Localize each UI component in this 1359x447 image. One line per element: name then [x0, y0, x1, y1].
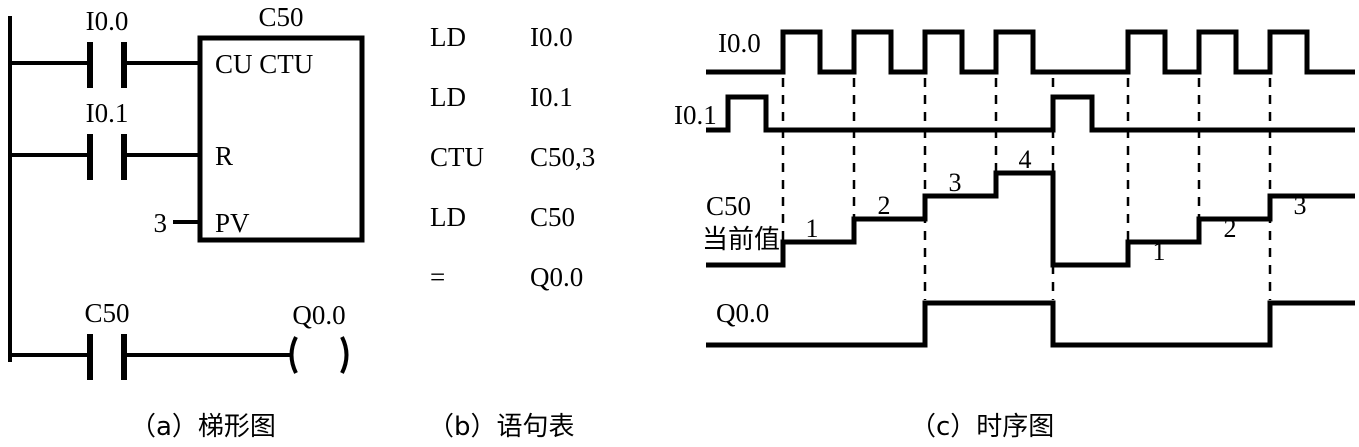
- stl-instruction: LD: [430, 22, 466, 52]
- step-value: 4: [1019, 145, 1032, 174]
- step-value: 1: [806, 214, 819, 243]
- stl-instruction: CTU: [430, 142, 484, 172]
- contact-c50[interactable]: [87, 334, 127, 380]
- counter-cu-pin-label: CU CTU: [215, 49, 313, 79]
- timing-label-c50: C50: [706, 191, 751, 221]
- stl-instruction: LD: [430, 82, 466, 112]
- stl-operand: Q0.0: [530, 262, 584, 292]
- stl-instruction: =: [430, 262, 446, 292]
- timing-diagram-panel: I0.0 I0.1 C50 当前值 1 2 3 4 1 2 3 Q0.0: [674, 28, 1355, 348]
- step-value: 3: [1294, 191, 1307, 220]
- step-value: 3: [949, 168, 962, 197]
- caption-ladder-text: （a）梯形图: [130, 412, 276, 442]
- preset-value-label: 3: [154, 208, 168, 238]
- statement-list-panel: LD I0.0 LD I0.1 CTU C50,3 LD C50 = Q0.0: [430, 22, 680, 322]
- contact-i01-label: I0.1: [86, 98, 129, 128]
- counter-block[interactable]: [197, 35, 365, 243]
- step-value: 2: [878, 191, 891, 220]
- contact-c50-label: C50: [84, 298, 129, 328]
- stl-row: LD C50: [430, 202, 680, 262]
- counter-pv-pin-label: PV: [215, 208, 250, 238]
- contact-i00-label: I0.0: [86, 6, 129, 36]
- stl-operand: C50: [530, 202, 576, 232]
- counter-block-name: C50: [258, 2, 303, 32]
- timing-label-q00: Q0.0: [716, 298, 769, 328]
- stl-row: LD I0.1: [430, 82, 680, 142]
- coil-q00[interactable]: [289, 336, 349, 374]
- waveform-q00: [706, 300, 1355, 348]
- timing-guide-lines: [781, 78, 1272, 300]
- stl-row: = Q0.0: [430, 262, 680, 322]
- step-value: 2: [1224, 214, 1237, 243]
- stl-operand: I0.0: [530, 22, 573, 52]
- stl-operand: I0.1: [530, 82, 573, 112]
- caption-timing-text: （c）时序图: [910, 412, 1055, 442]
- stl-row: LD I0.0: [430, 22, 680, 82]
- coil-q00-label: Q0.0: [292, 300, 345, 330]
- stl-instruction: LD: [430, 202, 466, 232]
- ladder-diagram-panel: I0.0 I0.1 3 C50 CU CTU R PV C50 Q0.0: [8, 2, 365, 380]
- contact-i01[interactable]: [87, 134, 127, 180]
- caption-statement-list: （b）语句表: [428, 406, 678, 443]
- caption-timing: （c）时序图: [910, 406, 1210, 443]
- caption-ladder: （a）梯形图: [130, 406, 350, 443]
- step-value: 1: [1153, 237, 1166, 266]
- stl-operand: C50,3: [530, 142, 596, 172]
- contact-i00[interactable]: [87, 42, 127, 88]
- timing-label-i00: I0.0: [718, 28, 761, 58]
- caption-statement-list-text: （b）语句表: [428, 412, 575, 442]
- timing-label-c50-current-value: 当前值: [702, 225, 780, 255]
- stl-row: CTU C50,3: [430, 142, 680, 202]
- waveform-i00: [706, 29, 1355, 75]
- waveform-c50: [706, 170, 1355, 268]
- timing-label-i01: I0.1: [674, 100, 717, 130]
- counter-r-pin-label: R: [215, 141, 233, 171]
- waveform-i01: [706, 94, 1355, 133]
